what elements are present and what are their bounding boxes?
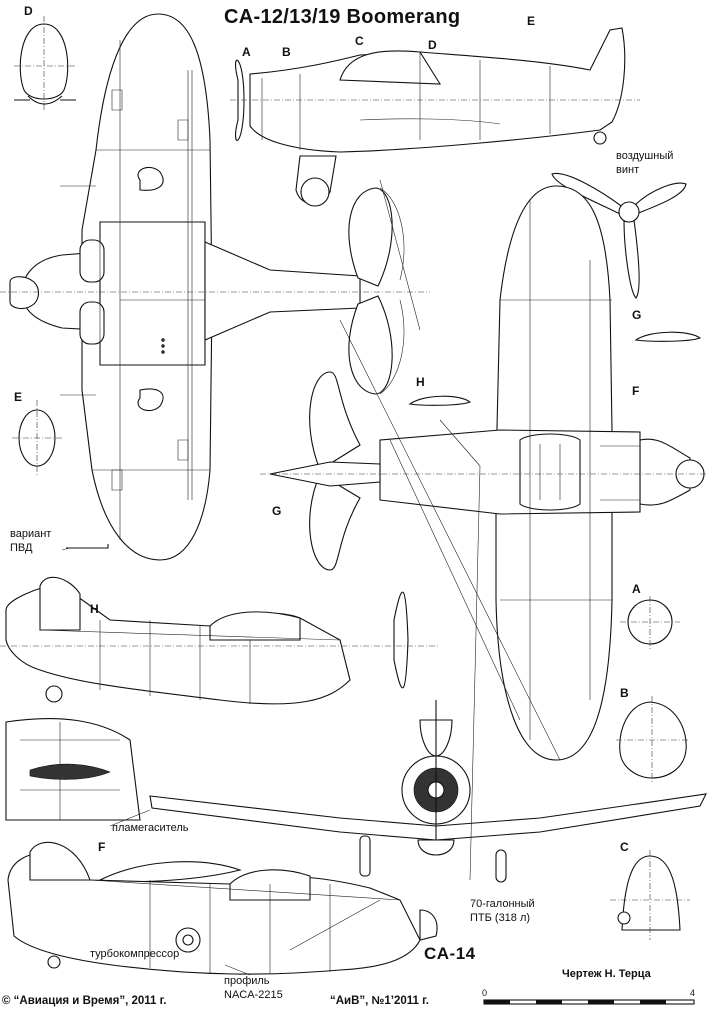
airfoil-sections bbox=[98, 331, 702, 883]
section-label-b-cut: B bbox=[282, 45, 291, 59]
section-label-a-cut: A bbox=[242, 45, 251, 59]
section-label-a-right: A bbox=[632, 582, 641, 596]
section-label-f-right: F bbox=[632, 384, 640, 398]
section-label-h-middle: H bbox=[416, 375, 425, 389]
airfoil-label-line1: профиль bbox=[224, 975, 270, 987]
issue-reference: “АиВ”, №1’2011 г. bbox=[330, 995, 429, 1007]
ca14-model-label: CA-14 bbox=[424, 944, 476, 963]
scale-end-label: 4 bbox=[690, 988, 696, 998]
turbocharger-label: турбокомпрессор bbox=[90, 948, 180, 960]
section-label-d-cut: D bbox=[428, 38, 437, 52]
pitot-variant-drawing bbox=[66, 544, 109, 549]
section-e-cross-section bbox=[12, 400, 62, 476]
section-label-g-left: G bbox=[272, 504, 282, 518]
propeller-label-line1: воздушный bbox=[616, 150, 674, 162]
scale-bar bbox=[483, 999, 695, 1005]
section-label-f-bottom: F bbox=[98, 840, 106, 854]
section-label-e-top: E bbox=[527, 14, 536, 28]
scale-start-label: 0 bbox=[482, 988, 488, 998]
flame-damper-label: пламегаситель bbox=[112, 822, 189, 834]
section-label-c-right: C bbox=[620, 840, 629, 854]
leader-lines bbox=[61, 179, 561, 976]
front-view bbox=[149, 700, 707, 883]
section-label-g-right: G bbox=[632, 308, 642, 322]
flame-damper-view bbox=[5, 718, 141, 821]
pitot-variant-label-line1: вариант bbox=[10, 528, 52, 540]
drop-tank-label-line1: 70-галонный bbox=[470, 898, 535, 910]
section-b-cross-section bbox=[616, 696, 690, 784]
section-a-cross-section bbox=[620, 596, 680, 650]
plan-view-underside bbox=[260, 185, 706, 761]
copyright-notice: © “Авиация и Время”, 2011 г. bbox=[2, 995, 167, 1007]
drop-tank-label-line2: ПТБ (318 л) bbox=[470, 912, 531, 924]
side-view-ca14 bbox=[7, 842, 438, 975]
drawing-title: CA-12/13/19 Boomerang bbox=[224, 6, 461, 28]
section-c-cross-section bbox=[610, 850, 690, 940]
propeller-view bbox=[551, 172, 687, 299]
side-view-lower bbox=[0, 576, 440, 705]
author-credit: Чертеж Н. Терца bbox=[562, 968, 651, 980]
plan-view-top bbox=[0, 13, 430, 561]
section-d-cross-section bbox=[14, 16, 76, 110]
propeller-label-line2: винт bbox=[616, 164, 640, 176]
pitot-variant-label-line2: ПВД bbox=[10, 542, 33, 554]
section-label-c-cut: C bbox=[355, 34, 364, 48]
section-label-b-right: B bbox=[620, 686, 629, 700]
side-view-ca12 bbox=[230, 27, 640, 207]
section-label-h-side: H bbox=[90, 602, 99, 616]
section-label-d-top: D bbox=[24, 4, 33, 18]
section-label-e-left: E bbox=[14, 390, 23, 404]
airfoil-label-line2: NACA-2215 bbox=[224, 989, 283, 1001]
